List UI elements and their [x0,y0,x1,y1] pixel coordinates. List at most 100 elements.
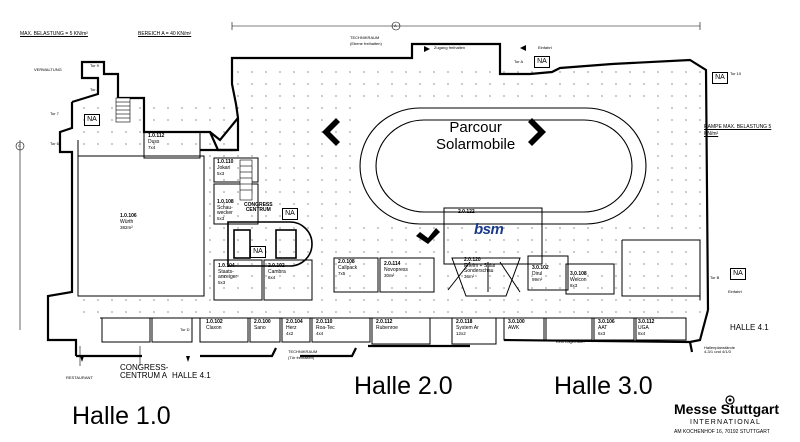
grid-dot [307,311,309,313]
grid-dot [629,263,631,265]
grid-dot [447,299,449,301]
grid-dot [433,311,435,313]
grid-dot [237,71,239,73]
grid-dot [265,95,267,97]
grid-dot [447,95,449,97]
grid-dot [573,275,575,277]
grid-dot [517,275,519,277]
grid-dot [349,131,351,133]
grid-dot [461,227,463,229]
stand-size: 8x3 [570,283,578,288]
grid-dot [321,299,323,301]
grid-dot [657,107,659,109]
grid-dot [279,311,281,313]
grid-dot [405,251,407,253]
grid-dot [657,239,659,241]
stand-name: Roa-Tec [316,325,335,331]
grid-dot [139,119,141,121]
grid-dot [293,179,295,181]
stand-number: 2.0.100 [254,319,271,325]
stand-name: Callpack [338,265,358,271]
grid-dot [643,251,645,253]
grid-dot [559,95,561,97]
grid-dot [209,215,211,217]
stand-name: Welcon [570,277,587,283]
grid-dot [461,287,463,289]
congress-a-label: CONGRESS- CENTRUM A [120,363,169,381]
grid-dot [587,251,589,253]
grid-dot [349,155,351,157]
grid-dot [419,311,421,313]
grid-dot [517,239,519,241]
grid-dot [629,311,631,313]
grid-dot [587,95,589,97]
grid-dot [699,131,701,133]
grid-dot [671,215,673,217]
grid-dot [685,275,687,277]
halle41-right: HALLE 4.1 [730,323,769,332]
grid-dot [293,227,295,229]
grid-dot [223,143,225,145]
grid-dot [671,131,673,133]
grid-dot [643,275,645,277]
grid-dot [475,83,477,85]
grid-dot [237,287,239,289]
parcour-track [359,107,647,225]
grid-dot [265,167,267,169]
grid-dot [237,263,239,265]
grid-dot [237,239,239,241]
grid-dot [671,251,673,253]
grid-dot [629,227,631,229]
grid-dot [657,251,659,253]
grid-dot [671,83,673,85]
grid-dot [419,263,421,265]
stand-size: 382m² [120,225,133,230]
hallen-note: Hallenplanstände 4-3/1 und 4/1/3 [704,345,735,354]
grid-dot [643,227,645,229]
grid-dot [265,227,267,229]
grid-dot [335,167,337,169]
grid-dot [699,167,701,169]
grid-dot [223,131,225,133]
grid-dot [335,287,337,289]
grid-dot [363,275,365,277]
grid-dot [475,95,477,97]
grid-dot [573,299,575,301]
grid-dot [433,275,435,277]
area-note: BEREICH A = 40 KN/m² [138,31,192,37]
grid-dot [251,143,253,145]
grid-dot [657,275,659,277]
grid-dot [349,203,351,205]
grid-dot [405,227,407,229]
stand-number: 1.0.110 [217,159,234,165]
grid-dot [657,191,659,193]
grid-dot [335,107,337,109]
grid-dot [321,131,323,133]
stand-number: 1.0.106 [120,213,137,219]
grid-dot [699,95,701,97]
grid-dot [363,83,365,85]
grid-dot [237,143,239,145]
na-badge: NA [712,72,728,84]
grid-dot [405,239,407,241]
grid-dot [433,251,435,253]
grid-dot [209,299,211,301]
grid-dot [307,215,309,217]
grid-dot [251,311,253,313]
stand-number: 2.0.108 [338,259,355,265]
grid-dot [265,119,267,121]
grid-dot [335,191,337,193]
congress-centrum-label: CONGRESS CENTRUM [244,202,273,214]
grid-dot [503,299,505,301]
grid-dot [671,191,673,193]
grid-dot [447,227,449,229]
grid-dot [629,299,631,301]
grid-dot [209,239,211,241]
solar-display [447,257,521,297]
grid-dot [293,191,295,193]
grid-dot [615,239,617,241]
stand-name: Jokari [217,165,231,171]
